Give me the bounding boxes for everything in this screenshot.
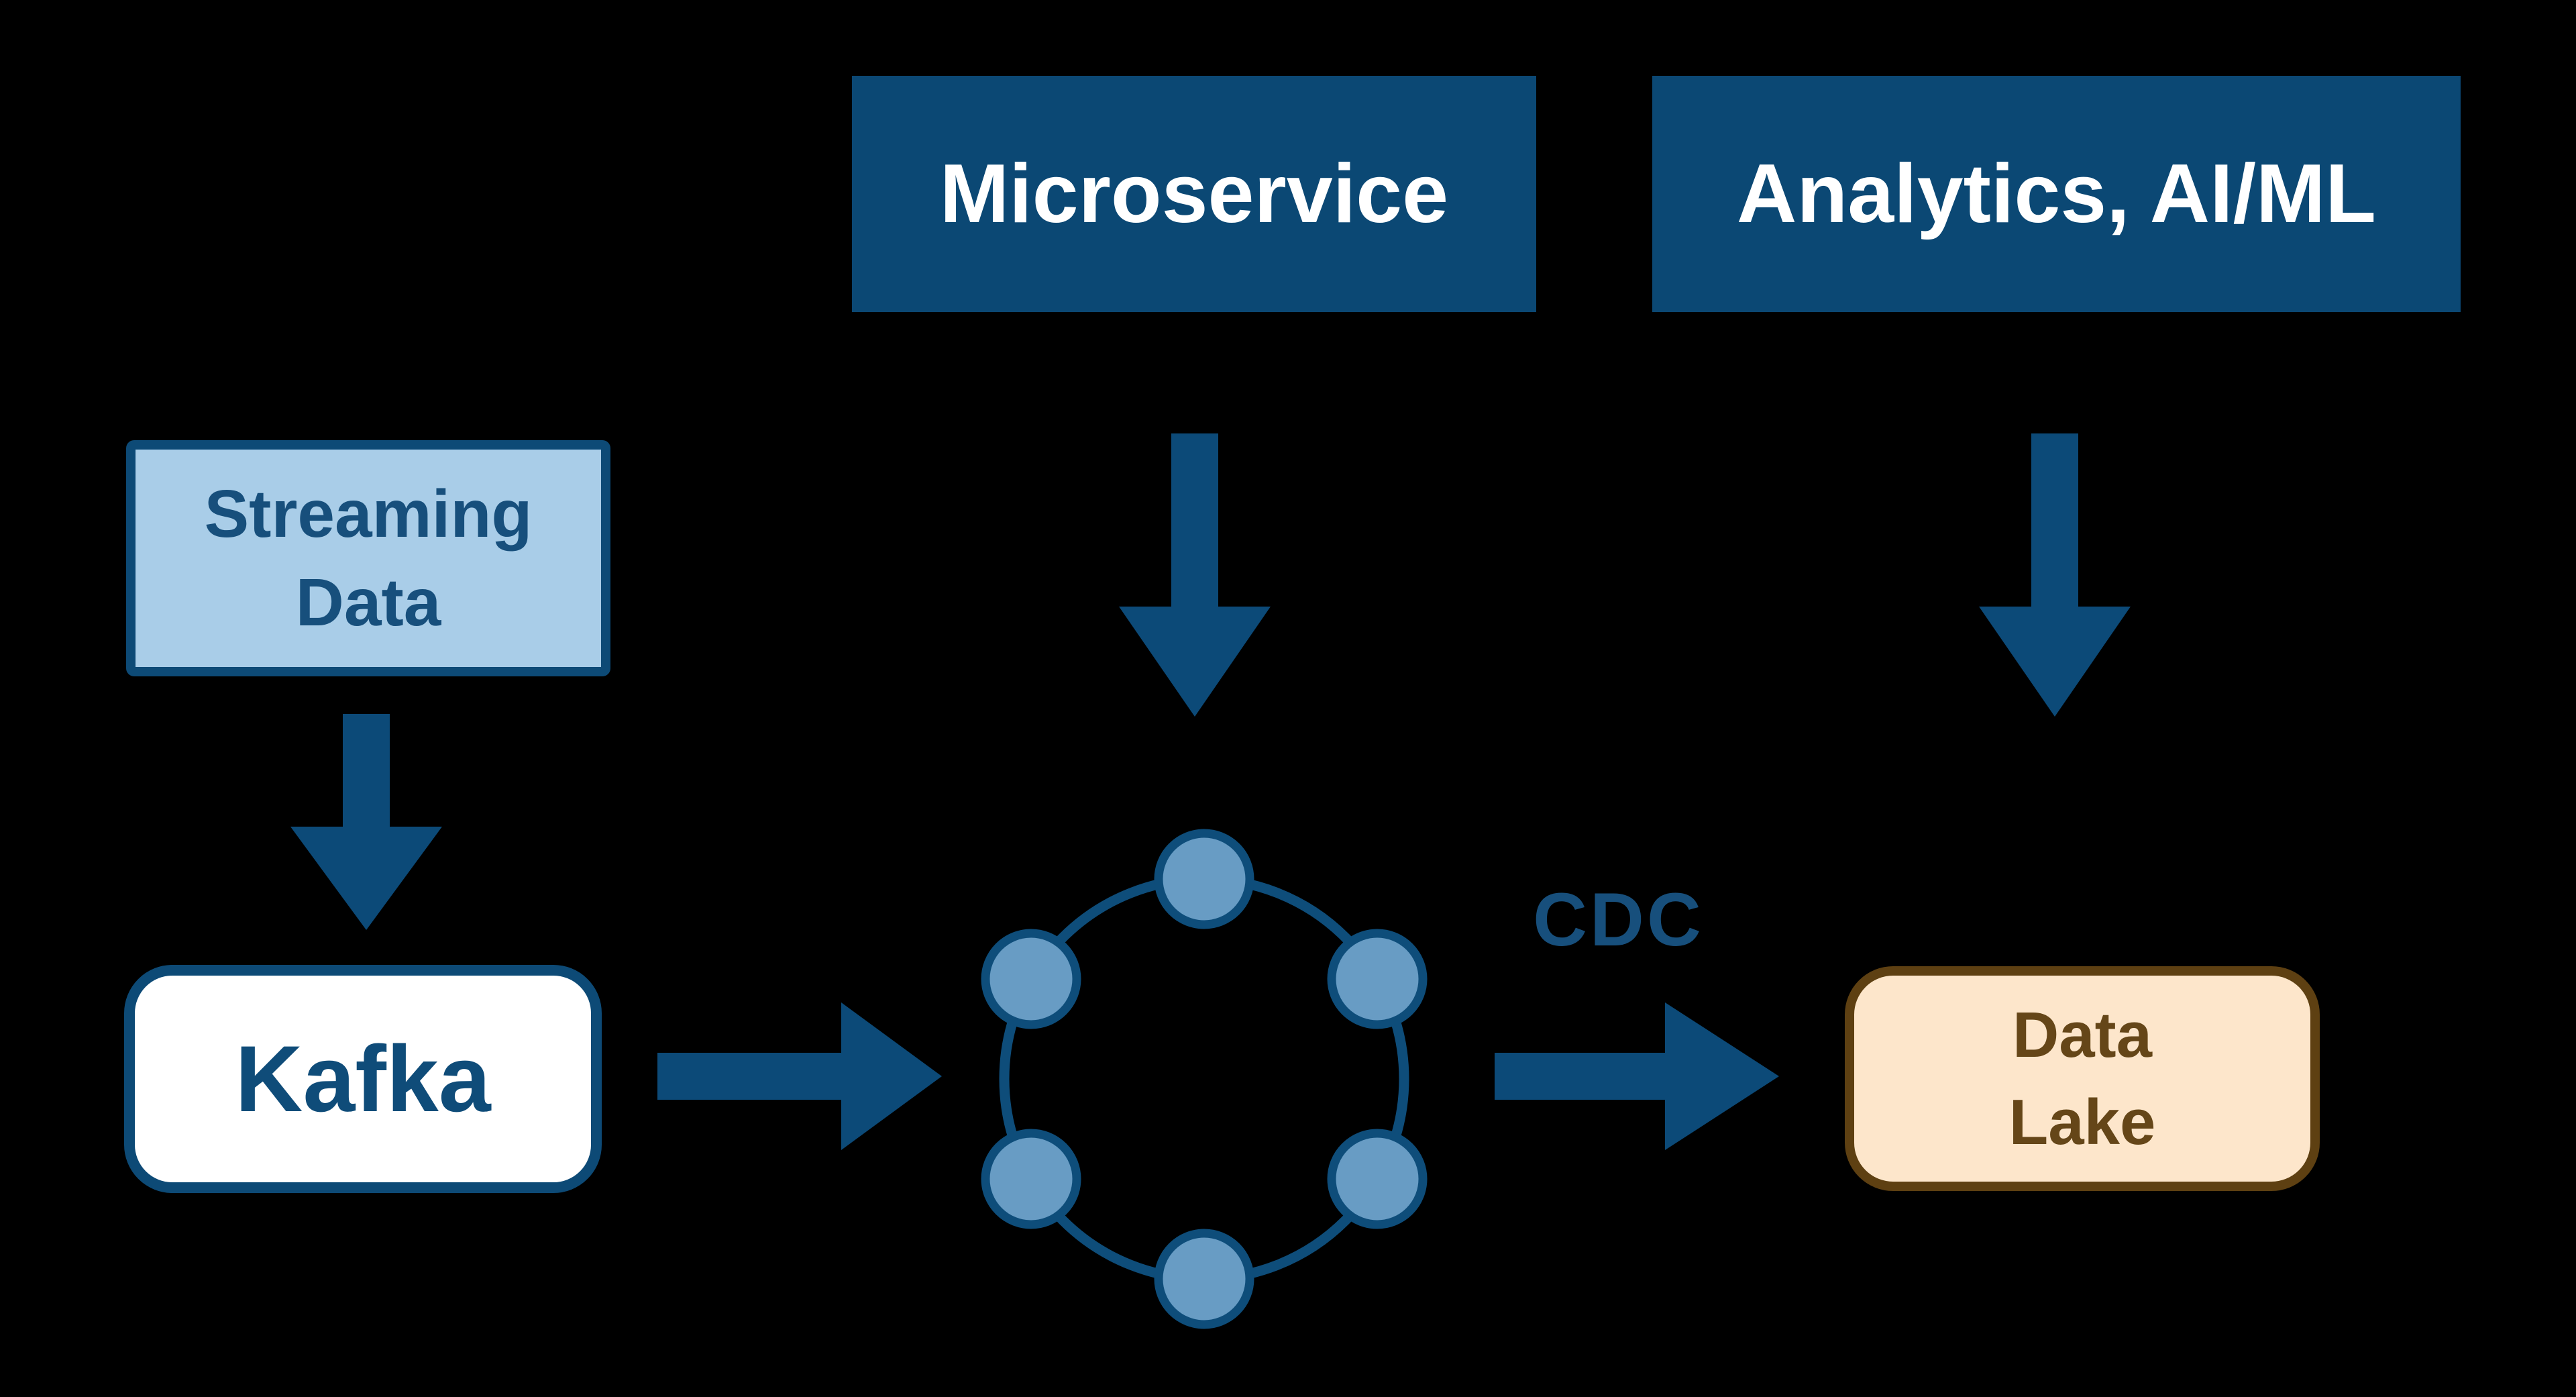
kafka-box: Kafka xyxy=(124,965,602,1193)
streaming-data-label: Streaming Data xyxy=(204,476,533,640)
cluster-node xyxy=(1154,1229,1254,1329)
microservice-label: Microservice xyxy=(939,148,1449,240)
arrow-kafka-to-cluster-icon xyxy=(657,1002,942,1150)
data-lake-label: Data Lake xyxy=(2008,998,2156,1158)
kafka-cluster-ring-icon xyxy=(981,829,1428,1329)
microservice-box: Microservice xyxy=(852,76,1536,312)
cdc-edge-label: CDC xyxy=(1533,878,1704,962)
kafka-label: Kafka xyxy=(235,1026,491,1131)
streaming-data-box: Streaming Data xyxy=(126,440,610,676)
data-lake-box: Data Lake xyxy=(1845,966,2320,1191)
cluster-node xyxy=(1327,929,1428,1029)
analytics-aiml-box: Analytics, AI/ML xyxy=(1652,76,2461,312)
arrow-analytics-to-cluster-icon xyxy=(1979,433,2131,717)
arrow-microservice-to-cluster-icon xyxy=(1119,433,1271,717)
arrow-cluster-to-datalake-icon xyxy=(1495,1002,1779,1150)
cluster-node xyxy=(1154,829,1254,929)
cluster-node xyxy=(981,929,1081,1029)
cluster-node xyxy=(981,1129,1081,1229)
analytics-aiml-label: Analytics, AI/ML xyxy=(1736,148,2377,240)
cluster-node xyxy=(1327,1129,1428,1229)
arrow-streaming-to-kafka-icon xyxy=(290,714,442,930)
cluster-ring-circle xyxy=(999,874,1409,1284)
